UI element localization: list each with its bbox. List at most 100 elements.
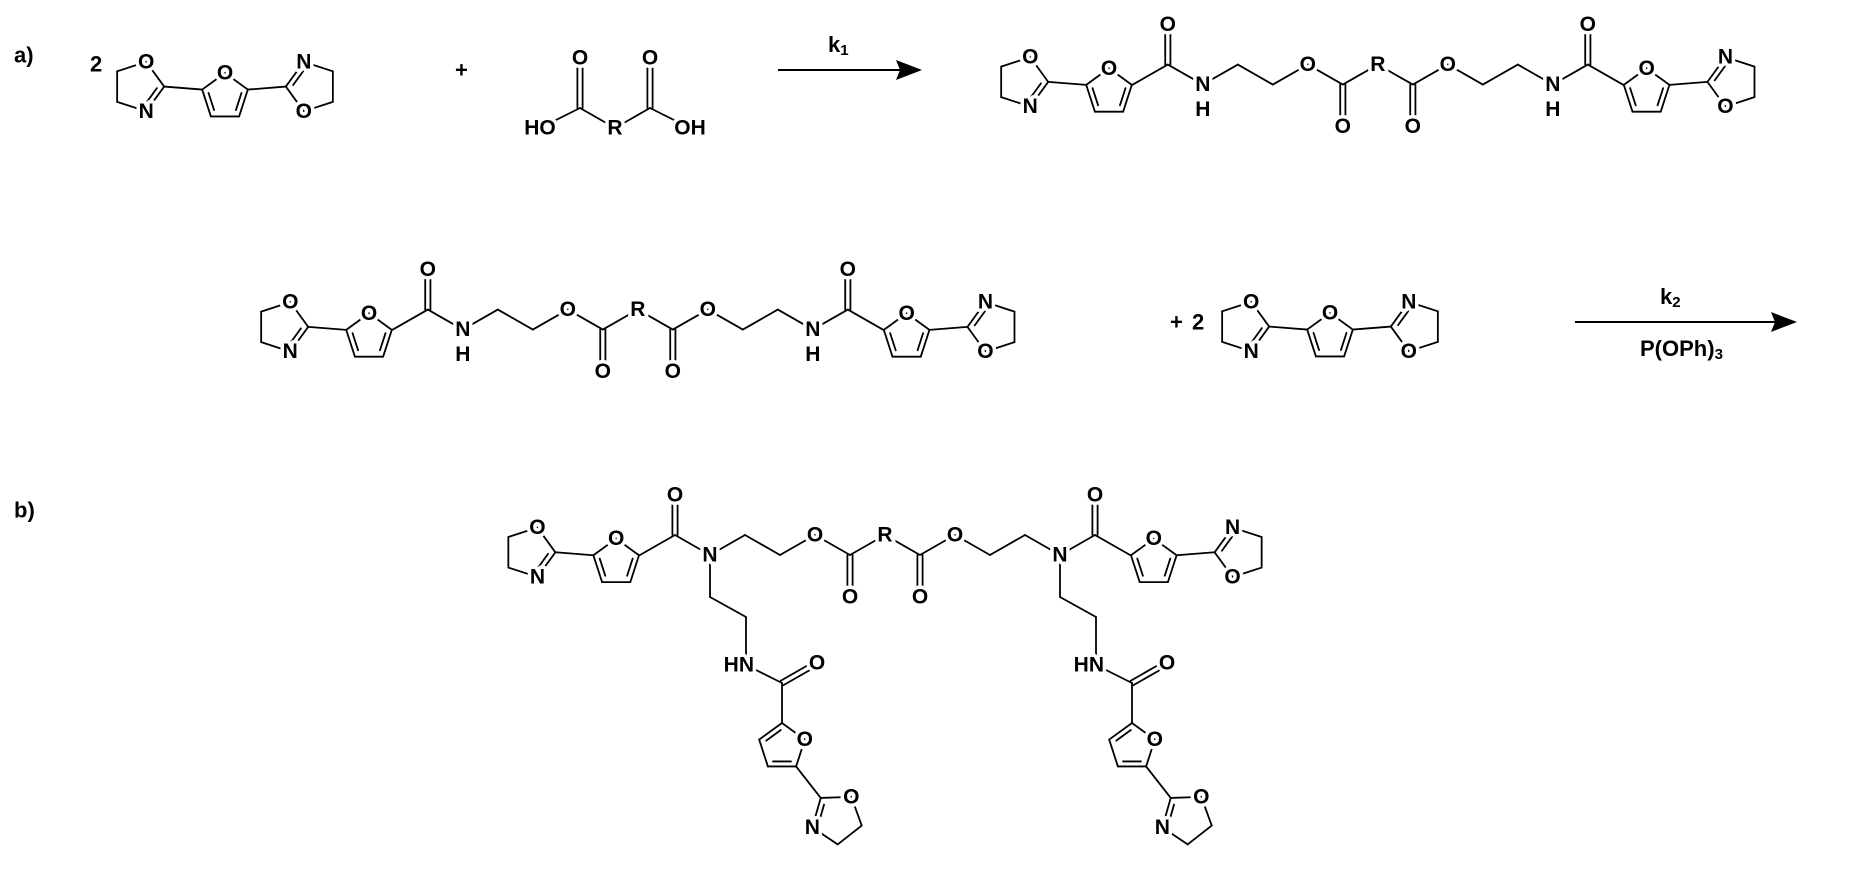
oxazoline-nitrogen: N xyxy=(1718,46,1733,69)
single-bond xyxy=(984,301,1016,313)
single-bond xyxy=(1131,63,1169,86)
double-bond xyxy=(1213,526,1234,554)
single-bond xyxy=(1166,63,1204,86)
single-bond xyxy=(1516,63,1554,86)
single-bond xyxy=(1271,63,1309,86)
double-bond-inner xyxy=(1249,327,1263,345)
single-bond xyxy=(260,301,292,313)
double-bond-inner xyxy=(1119,87,1127,107)
double-bond-inner xyxy=(379,332,387,352)
single-bond xyxy=(426,308,464,331)
single-bond xyxy=(302,60,334,73)
panel-label-a: a) xyxy=(14,43,34,68)
single-bond xyxy=(776,308,814,331)
double-bond-inner xyxy=(1397,308,1411,326)
oxazoline-nitrogen: N xyxy=(296,50,311,73)
double-bond-inner xyxy=(1028,82,1042,101)
single-bond xyxy=(882,312,908,331)
single-bond xyxy=(1059,534,1096,556)
oxazoline-nitrogen: N xyxy=(1023,95,1038,118)
r-group: R xyxy=(877,524,892,547)
carbonyl-double-bond xyxy=(779,659,817,682)
single-bond xyxy=(1586,63,1624,86)
arrows-layer xyxy=(778,60,1797,332)
single-bond xyxy=(811,826,839,846)
double-bond xyxy=(1085,83,1096,113)
single-bond xyxy=(706,308,744,331)
single-bond xyxy=(1131,722,1156,741)
single-bond xyxy=(1236,63,1274,86)
single-bond xyxy=(536,526,557,554)
single-bond xyxy=(1094,534,1131,556)
double-bond-inner xyxy=(1713,63,1728,82)
double-bond-inner xyxy=(1340,331,1348,351)
double-bond-inner xyxy=(916,332,925,352)
furan-oxygen: O xyxy=(1322,302,1338,325)
single-bond xyxy=(260,341,292,353)
double-bond xyxy=(758,722,783,741)
double-bond-inner xyxy=(292,68,306,86)
single-bond xyxy=(201,72,226,91)
oxazoline-oxygen: O xyxy=(1022,46,1038,69)
single-bond xyxy=(345,312,370,331)
double-bond-inner xyxy=(598,557,607,577)
single-bond xyxy=(1268,325,1309,331)
furan-oxygen: O xyxy=(1147,728,1163,751)
single-bond xyxy=(850,795,863,827)
single-bond xyxy=(1645,67,1671,86)
double-bond xyxy=(919,328,931,358)
ester-oxygen: O xyxy=(560,298,576,321)
double-bond-inner xyxy=(889,332,897,352)
single-bond xyxy=(741,308,779,331)
acid-carbonyl-oxygen: O xyxy=(642,47,658,70)
furan-oxygen: O xyxy=(608,527,624,550)
single-bond xyxy=(302,100,334,113)
double-bond xyxy=(966,301,987,328)
double-bond-inner xyxy=(288,327,302,346)
single-bond xyxy=(1250,300,1271,328)
single-bond xyxy=(307,325,348,331)
bonds-layer xyxy=(116,23,1756,846)
single-bond xyxy=(1145,765,1172,799)
single-bond xyxy=(954,534,991,556)
single-bond xyxy=(1000,96,1032,108)
single-bond xyxy=(1047,80,1088,86)
single-bond xyxy=(639,534,676,556)
double-bond-inner xyxy=(1167,803,1175,825)
carbonyl-oxygen: O xyxy=(595,360,611,383)
furan-oxygen: O xyxy=(1101,57,1117,80)
carbonyl-oxygen: O xyxy=(1335,115,1351,138)
double-bond xyxy=(1029,80,1050,108)
single-bond xyxy=(1213,551,1234,578)
acid-carbonyl-oxygen: O xyxy=(572,47,588,70)
single-bond xyxy=(539,107,581,129)
amide-hydrogen: H xyxy=(1545,98,1560,121)
ester-oxygen: O xyxy=(700,298,716,321)
double-bond xyxy=(1706,56,1727,83)
furan-oxygen: O xyxy=(1638,57,1654,80)
single-bond xyxy=(507,526,539,538)
double-bond xyxy=(1343,328,1354,358)
single-bond xyxy=(1329,312,1354,331)
double-bond xyxy=(145,85,166,113)
double-bond-inner xyxy=(1136,557,1144,577)
single-bond xyxy=(811,308,849,331)
single-bond xyxy=(1724,96,1756,108)
double-bond xyxy=(1122,83,1133,113)
single-bond xyxy=(1201,63,1239,86)
single-bond xyxy=(1145,738,1156,768)
oxazoline-nitrogen: N xyxy=(1401,290,1416,313)
single-bond xyxy=(674,534,711,556)
single-bond xyxy=(507,566,539,578)
double-bond xyxy=(345,328,356,358)
single-bond xyxy=(709,596,747,618)
single-bond xyxy=(1186,824,1213,846)
single-bond xyxy=(531,308,569,331)
amide-nitrogen: N xyxy=(1545,73,1560,96)
single-bond xyxy=(709,534,746,556)
tertiary-amide-nitrogen: N xyxy=(702,544,717,567)
single-bond xyxy=(905,312,931,331)
single-bond xyxy=(795,738,806,768)
single-bond xyxy=(116,100,148,113)
